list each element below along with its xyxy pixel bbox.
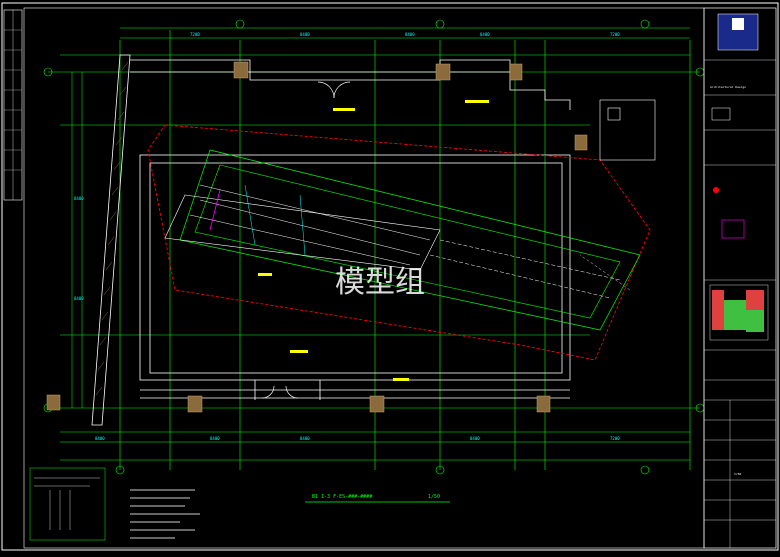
left-dim-label: 8400: [74, 296, 84, 301]
excavation-boundary: [147, 124, 651, 361]
drawing-scale: 1/50: [428, 494, 440, 500]
door-swings: [261, 81, 351, 399]
rotated-pit: [164, 149, 641, 331]
structural-columns: [46, 61, 588, 413]
grid-bubbles: [43, 19, 705, 475]
annotations: [258, 100, 489, 381]
sloped-retaining-wall: [91, 54, 131, 426]
scale-field: 1/50: [734, 472, 741, 476]
bottom-dim-label: 8400: [95, 436, 105, 441]
drawing-title: B1 1-3 F-ES-###-####: [312, 494, 372, 500]
left-dimensions: [71, 72, 83, 408]
service-room: [599, 99, 656, 161]
left-dimension-labels: 8400 8400: [74, 196, 84, 301]
top-dim-label: 7200: [190, 32, 200, 37]
watermark-text: 模型组: [335, 265, 425, 300]
top-dim-label: 8400: [405, 32, 415, 37]
bottom-dim-label: 7200: [610, 436, 620, 441]
bottom-dim-label: 8400: [300, 436, 310, 441]
binding-strip: [3, 9, 23, 201]
general-notes: [29, 467, 200, 541]
top-dim-label: 8400: [480, 32, 490, 37]
company-en: Architectural Design: [710, 85, 746, 89]
left-dim-label: 8400: [74, 196, 84, 201]
top-dim-label: 7200: [610, 32, 620, 37]
bottom-dim-label: 8400: [210, 436, 220, 441]
bottom-dim-label: 8400: [470, 436, 480, 441]
bottom-dimensions: [60, 431, 690, 461]
title-block: Architectural Design 1/50: [703, 7, 777, 549]
drawing-title-block: B1 1-3 F-ES-###-#### 1/50: [305, 494, 450, 503]
top-dim-label: 8400: [300, 32, 310, 37]
status-dot: [713, 187, 719, 193]
bottom-dimension-labels: 8400 8400 8400 8400 7200: [95, 436, 620, 441]
building-walls: [130, 59, 571, 400]
approval-stamp: [721, 219, 745, 239]
top-dimensions: [60, 27, 690, 56]
top-dimension-labels: 7200 8400 8400 8400 7200: [190, 32, 620, 37]
key-plan: [709, 284, 769, 341]
